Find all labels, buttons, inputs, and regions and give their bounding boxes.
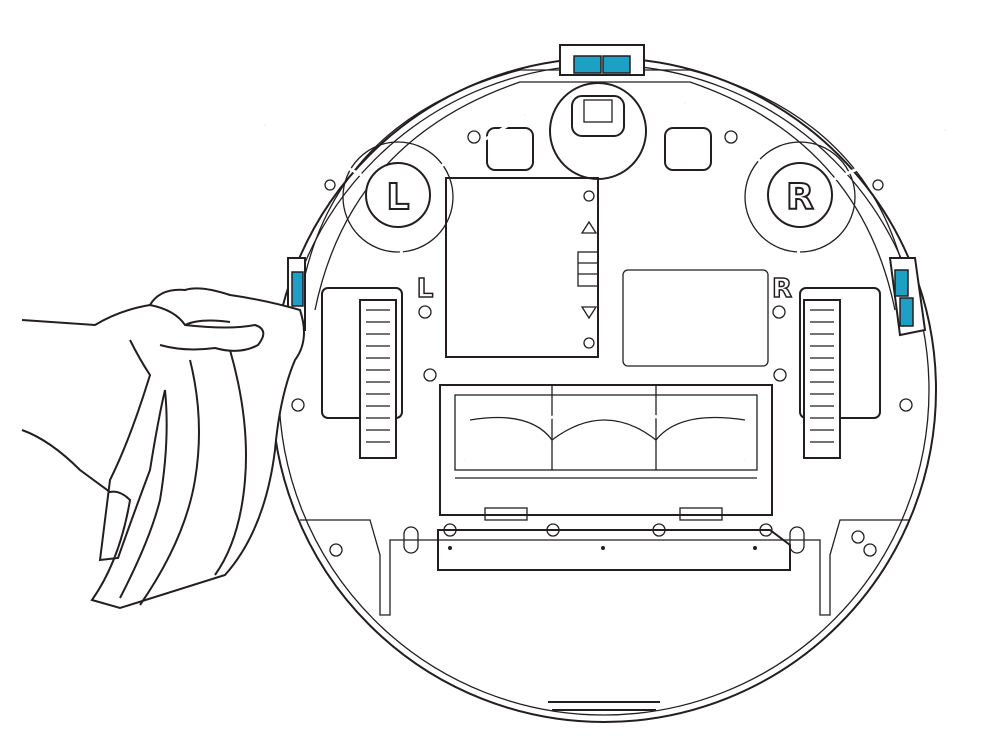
wheel-label-left: L [417, 274, 434, 304]
bottom-plate [403, 507, 805, 571]
label-plate [622, 269, 769, 367]
screws [291, 130, 913, 557]
drive-wheel-left [321, 287, 403, 459]
wheel-label-right: R [772, 274, 792, 304]
side-brush-right: R [684, 101, 946, 341]
brush-label-right: R [786, 177, 814, 218]
edge-sensor-right [888, 257, 927, 337]
front-cliff-sensor [559, 44, 645, 76]
battery-cover [445, 177, 599, 358]
cliff-sensor-right [664, 127, 712, 171]
side-brush-left: L [264, 113, 526, 346]
brush-label-left: L [387, 177, 410, 218]
drive-wheel-right [799, 287, 881, 459]
cliff-sensor-left [486, 127, 534, 171]
hand-with-cloth [21, 287, 305, 610]
caster-wheel [549, 82, 647, 180]
main-brush-assembly [439, 384, 773, 516]
